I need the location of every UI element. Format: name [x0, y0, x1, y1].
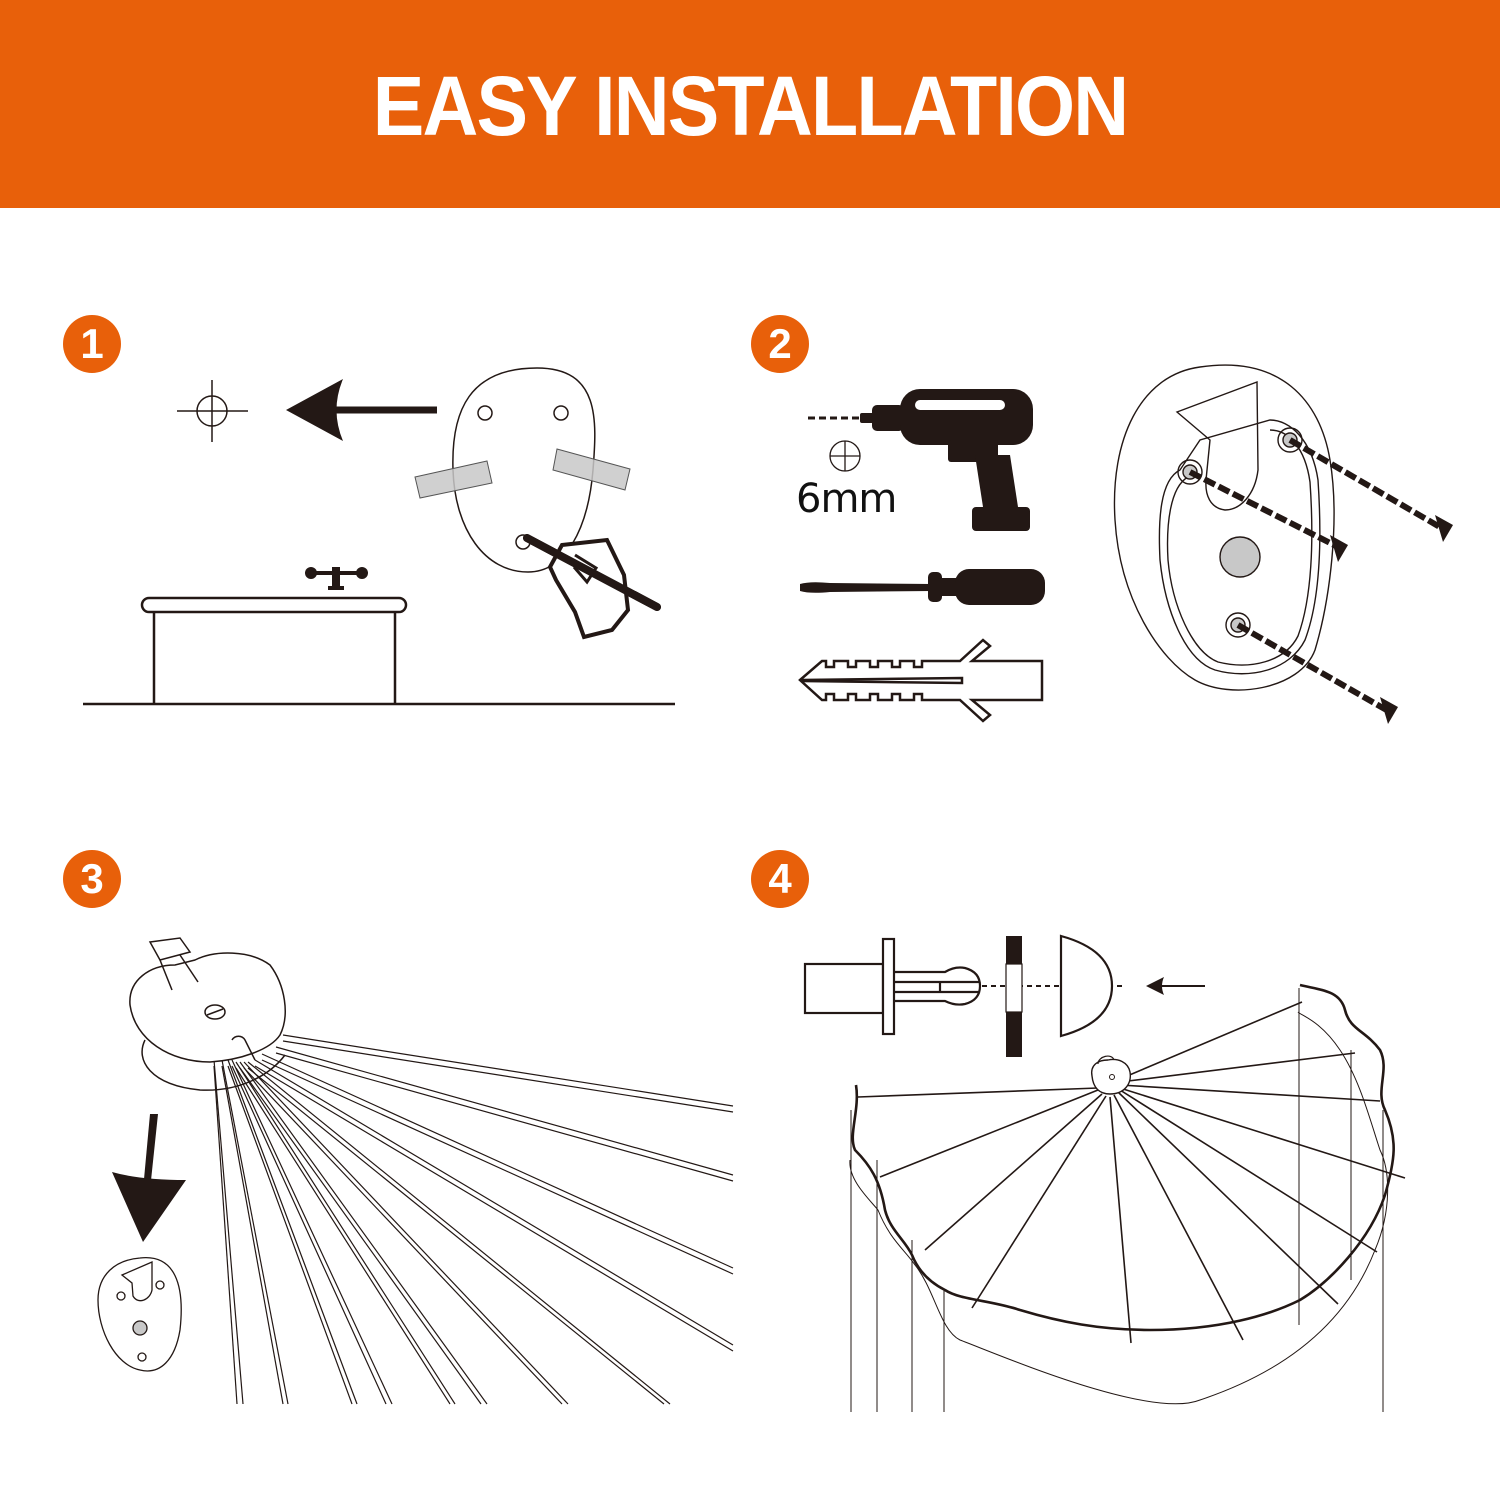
- power-drill-icon: [808, 389, 1033, 531]
- wall-anchor-icon: [798, 638, 1044, 723]
- screw-icon: [1188, 437, 1447, 715]
- clothesline-hub-icon: [129, 937, 286, 1091]
- screwdriver-icon: [800, 569, 1045, 605]
- left-arrow-icon: [1146, 977, 1205, 995]
- line-arms-icon: [213, 1034, 734, 1405]
- left-arrow-icon: [286, 379, 437, 441]
- step-badge-2: 2: [751, 315, 809, 373]
- down-arrow-icon: [112, 1114, 186, 1242]
- dome-cap-icon: [1059, 934, 1114, 1038]
- crosshair-mark-icon: [177, 380, 248, 442]
- step-badge-1: 1: [63, 315, 121, 373]
- tape-strip-icon: [414, 448, 631, 499]
- drill-size-label: 6mm: [796, 476, 897, 522]
- step-4-illustration: [803, 934, 1406, 1412]
- step-3-illustration: [97, 937, 734, 1405]
- hand-with-pencil-icon: [523, 534, 661, 640]
- washer-icon: [1005, 936, 1023, 1057]
- sink-counter-icon: [140, 596, 408, 704]
- wall-bracket-icon: [1113, 364, 1335, 691]
- step-1-illustration: [83, 367, 675, 706]
- wall-bracket-icon: [97, 1257, 182, 1372]
- step-badge-3: 3: [63, 850, 121, 908]
- shower-curtain-rod-icon: [849, 983, 1406, 1412]
- page-title: EASY INSTALLATION: [372, 59, 1129, 153]
- drill-hole-crosshair-icon: [829, 440, 861, 472]
- rivet-pin-icon: [803, 937, 982, 1036]
- mounting-template-icon: [452, 367, 596, 573]
- screw-heads: [1330, 515, 1453, 724]
- header-banner: EASY INSTALLATION: [0, 0, 1500, 208]
- faucet-icon: [305, 567, 368, 590]
- step-badge-4: 4: [751, 850, 809, 908]
- step-2-illustration: [798, 364, 1453, 724]
